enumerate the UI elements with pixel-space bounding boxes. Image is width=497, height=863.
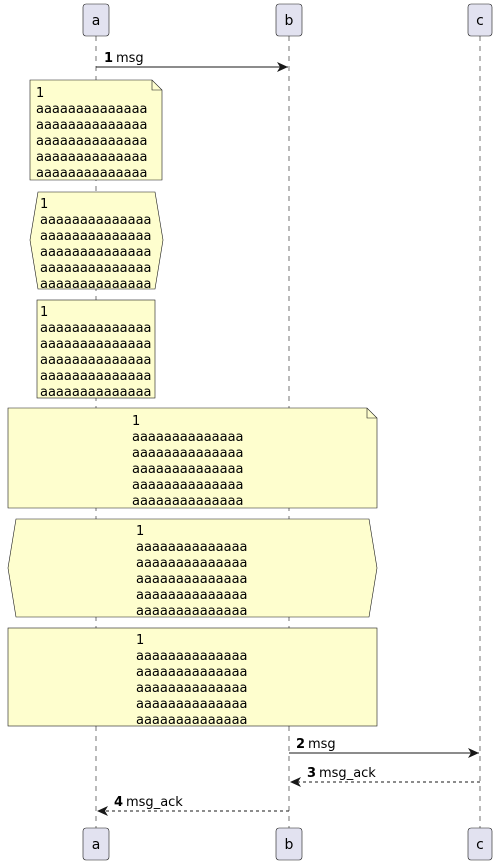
message-number: 3 — [307, 766, 316, 781]
note-line: aaaaaaaaaaaaaa — [36, 150, 148, 165]
note-line: aaaaaaaaaaaaaa — [36, 118, 148, 133]
note-line: aaaaaaaaaaaaaa — [36, 102, 148, 117]
message-3: 3 msg_ack — [290, 766, 480, 787]
note-line: aaaaaaaaaaaaaa — [136, 572, 248, 587]
note-shape — [36, 299, 156, 399]
note-line: aaaaaaaaaaaaaa — [136, 665, 248, 680]
participant-b-bottom: b — [275, 827, 303, 861]
note-line: aaaaaaaaaaaaaa — [40, 369, 152, 384]
participant-label: b — [285, 837, 294, 853]
note-line: aaaaaaaaaaaaaa — [132, 446, 244, 461]
note-line: aaaaaaaaaaaaaa — [40, 277, 152, 292]
note-6: 1 aaaaaaaaaaaaaa aaaaaaaaaaaaaa aaaaaaaa… — [7, 627, 378, 728]
note-line: aaaaaaaaaaaaaa — [132, 462, 244, 477]
note-line: aaaaaaaaaaaaaa — [136, 556, 248, 571]
note-line: 1 — [136, 524, 144, 539]
note-line: aaaaaaaaaaaaaa — [40, 229, 152, 244]
note-line: aaaaaaaaaaaaaa — [136, 540, 248, 555]
message-number: 2 — [296, 737, 305, 752]
message-number: 4 — [114, 795, 123, 810]
message-1: 1 msg — [96, 51, 288, 72]
note-line: aaaaaaaaaaaaaa — [136, 681, 248, 696]
message-label: msg — [308, 737, 336, 752]
note-line: aaaaaaaaaaaaaa — [40, 261, 152, 276]
message-2: 2 msg — [289, 737, 479, 758]
note-line: aaaaaaaaaaaaaa — [40, 321, 152, 336]
note-line: aaaaaaaaaaaaaa — [132, 478, 244, 493]
message-number: 1 — [104, 51, 113, 66]
note-line: aaaaaaaaaaaaaa — [40, 353, 152, 368]
note-line: 1 — [40, 197, 48, 212]
message-4: 4 msg_ack — [97, 795, 289, 816]
note-line: aaaaaaaaaaaaaa — [136, 713, 248, 728]
note-shape — [7, 407, 378, 509]
note-line: aaaaaaaaaaaaaa — [136, 604, 248, 619]
participant-c-bottom: c — [467, 827, 493, 861]
participant-label: c — [476, 13, 484, 29]
participant-a-top: a — [82, 3, 110, 37]
participant-label: b — [285, 13, 294, 29]
note-line: aaaaaaaaaaaaaa — [136, 588, 248, 603]
note-4: 1 aaaaaaaaaaaaaa aaaaaaaaaaaaaa aaaaaaaa… — [7, 407, 378, 509]
note-line: aaaaaaaaaaaaaa — [40, 385, 152, 400]
participant-label: a — [92, 837, 101, 853]
note-line: aaaaaaaaaaaaaa — [40, 245, 152, 260]
note-shape — [7, 518, 378, 618]
note-line: 1 — [132, 414, 140, 429]
note-line: aaaaaaaaaaaaaa — [132, 430, 244, 445]
note-line: aaaaaaaaaaaaaa — [132, 494, 244, 509]
note-2: 1 aaaaaaaaaaaaaa aaaaaaaaaaaaaa aaaaaaaa… — [29, 191, 164, 292]
participant-b-top: b — [275, 3, 303, 37]
note-line: aaaaaaaaaaaaaa — [36, 134, 148, 149]
note-line: aaaaaaaaaaaaaa — [136, 697, 248, 712]
message-label: msg_ack — [126, 795, 183, 810]
note-line: aaaaaaaaaaaaaa — [36, 166, 148, 181]
message-label: msg_ack — [319, 766, 376, 781]
note-line: 1 — [36, 86, 44, 101]
note-line: 1 — [136, 633, 144, 648]
note-shape — [7, 627, 378, 727]
note-shape — [29, 191, 164, 290]
participant-label: a — [92, 13, 101, 29]
note-1: 1 aaaaaaaaaaaaaa aaaaaaaaaaaaaa aaaaaaaa… — [29, 79, 163, 181]
participant-a-bottom: a — [82, 827, 110, 861]
participant-label: c — [476, 837, 484, 853]
note-line: aaaaaaaaaaaaaa — [40, 213, 152, 228]
message-label: msg — [116, 51, 144, 66]
note-line: aaaaaaaaaaaaaa — [136, 649, 248, 664]
note-shape — [29, 79, 163, 181]
note-line: 1 — [40, 305, 48, 320]
note-fold — [151, 80, 162, 91]
note-line: aaaaaaaaaaaaaa — [40, 337, 152, 352]
note-fold — [366, 408, 377, 419]
note-5: 1 aaaaaaaaaaaaaa aaaaaaaaaaaaaa aaaaaaaa… — [7, 518, 378, 619]
participant-c-top: c — [467, 3, 493, 37]
note-3: 1 aaaaaaaaaaaaaa aaaaaaaaaaaaaa aaaaaaaa… — [36, 299, 156, 400]
